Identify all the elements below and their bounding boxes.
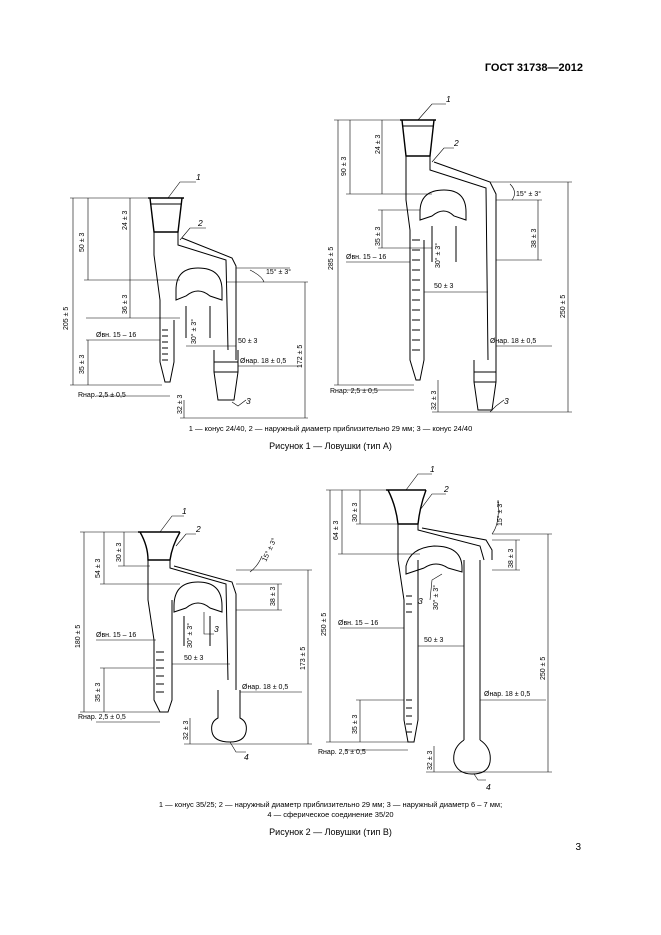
dim-overall: 250 ± 5 bbox=[321, 613, 328, 636]
dim-upper: 50 ± 3 bbox=[79, 232, 86, 252]
figure2-legend-line1: 1 — конус 35/25; 2 — наружный диаметр пр… bbox=[158, 800, 503, 809]
dim-inner-d: Øвн. 15 – 16 bbox=[338, 620, 378, 627]
dim-span: 50 ± 3 bbox=[238, 338, 258, 345]
figure1-legend: 1 — конус 24/40, 2 — наружный диаметр пр… bbox=[188, 424, 473, 433]
dim-angle-inner: 30° ± 3° bbox=[186, 623, 194, 648]
callout-3: 3 bbox=[214, 624, 219, 634]
callout-2: 2 bbox=[197, 218, 203, 228]
dim-lower: 32 ± 3 bbox=[431, 390, 438, 410]
dim-cone: 24 ± 3 bbox=[122, 210, 129, 230]
dim-upper: 54 ± 3 bbox=[95, 558, 102, 578]
dim-mid: 36 ± 3 bbox=[122, 294, 129, 314]
dim-overall: 180 ± 5 bbox=[75, 625, 82, 648]
dim-angle: 15° ± 3° bbox=[261, 537, 279, 563]
dim-overall: 205 ± 5 bbox=[63, 307, 70, 330]
dim-outer-d: Øнар. 18 ± 0,5 bbox=[242, 684, 288, 691]
callout-2: 2 bbox=[195, 524, 201, 534]
dim-lower: 32 ± 3 bbox=[427, 750, 434, 770]
callout-4: 4 bbox=[486, 782, 491, 792]
fig1-left-trap bbox=[70, 181, 308, 419]
callout-1: 1 bbox=[182, 506, 187, 516]
callout-1: 1 bbox=[196, 172, 201, 182]
dim-cone: 24 ± 3 bbox=[375, 134, 382, 154]
callout-3: 3 bbox=[504, 396, 509, 406]
dim-bottom: 35 ± 3 bbox=[352, 714, 359, 734]
dim-angle-inner: 30° ± 3° bbox=[432, 585, 440, 610]
dim-inner-d: Øвн. 15 – 16 bbox=[96, 632, 136, 639]
dim-mid: 35 ± 3 bbox=[375, 226, 382, 246]
dim-bottom: 35 ± 3 bbox=[79, 354, 86, 374]
dim-upper: 64 ± 3 bbox=[333, 520, 340, 540]
standard-number: ГОСТ 31738—2012 bbox=[484, 62, 583, 74]
callout-3: 3 bbox=[246, 396, 251, 406]
callout-1: 1 bbox=[446, 94, 451, 104]
dim-right-height: 173 ± 5 bbox=[300, 647, 307, 670]
dim-radius: Rнар. 2,5 ± 0,5 bbox=[78, 714, 126, 721]
dim-outer-d: Øнар. 18 ± 0,5 bbox=[484, 691, 530, 698]
dim-outer-d: Øнар. 18 ± 0,5 bbox=[490, 338, 536, 345]
callout-2: 2 bbox=[443, 484, 449, 494]
dim-radius: Rнар. 2,5 ± 0,5 bbox=[78, 392, 126, 399]
dim-right-height: 250 ± 5 bbox=[540, 657, 547, 680]
dim-cone: 30 ± 3 bbox=[116, 542, 123, 562]
dim-right-top: 38 ± 3 bbox=[531, 228, 538, 248]
dim-angle: 15° ± 3° bbox=[266, 268, 291, 276]
dim-angle: 15° ± 3° bbox=[516, 190, 541, 198]
dim-right-height: 250 ± 5 bbox=[560, 295, 567, 318]
callout-3: 3 bbox=[418, 596, 423, 606]
dim-lower: 32 ± 3 bbox=[183, 720, 190, 740]
dim-span: 50 ± 3 bbox=[184, 655, 204, 662]
dim-span: 50 ± 3 bbox=[434, 283, 454, 290]
callout-1: 1 bbox=[430, 464, 435, 474]
fig2-left-trap bbox=[80, 515, 312, 753]
dim-cone: 30 ± 3 bbox=[352, 502, 359, 522]
dim-span: 50 ± 3 bbox=[424, 637, 444, 644]
dim-angle-inner: 30° ± 3° bbox=[434, 243, 442, 268]
page-number: 3 bbox=[575, 842, 581, 853]
fig1-right-trap bbox=[334, 103, 572, 413]
dim-radius: Rнар. 2,5 ± 0,5 bbox=[330, 388, 378, 395]
callout-4: 4 bbox=[244, 752, 249, 762]
dim-outer-d: Øнар. 18 ± 0,5 bbox=[240, 358, 286, 365]
dim-angle: 15° ± 3° bbox=[496, 501, 504, 526]
dim-inner-d: Øвн. 15 – 16 bbox=[346, 254, 386, 261]
figure2-caption: Рисунок 2 — Ловушки (тип В) bbox=[269, 827, 392, 837]
dim-radius: Rнар. 2,5 ± 0,5 bbox=[318, 749, 366, 756]
dim-right-top: 38 ± 3 bbox=[508, 548, 515, 568]
dim-bottom: 35 ± 3 bbox=[95, 682, 102, 702]
figure1-caption: Рисунок 1 — Ловушки (тип А) bbox=[269, 441, 392, 451]
dim-right-top: 38 ± 3 bbox=[270, 586, 277, 606]
dim-overall: 285 ± 5 bbox=[328, 247, 335, 270]
dim-right-height: 172 ± 5 bbox=[297, 345, 304, 368]
figure2-legend-line2: 4 — сферическое соединение 35/20 bbox=[267, 810, 394, 819]
fig2-right-trap bbox=[326, 473, 552, 781]
dim-upper: 90 ± 3 bbox=[341, 156, 348, 176]
dim-inner-d: Øвн. 15 – 16 bbox=[96, 332, 136, 339]
callout-2: 2 bbox=[453, 138, 459, 148]
dim-lower: 32 ± 3 bbox=[177, 394, 184, 414]
dim-angle-inner: 30° ± 3° bbox=[190, 319, 198, 344]
